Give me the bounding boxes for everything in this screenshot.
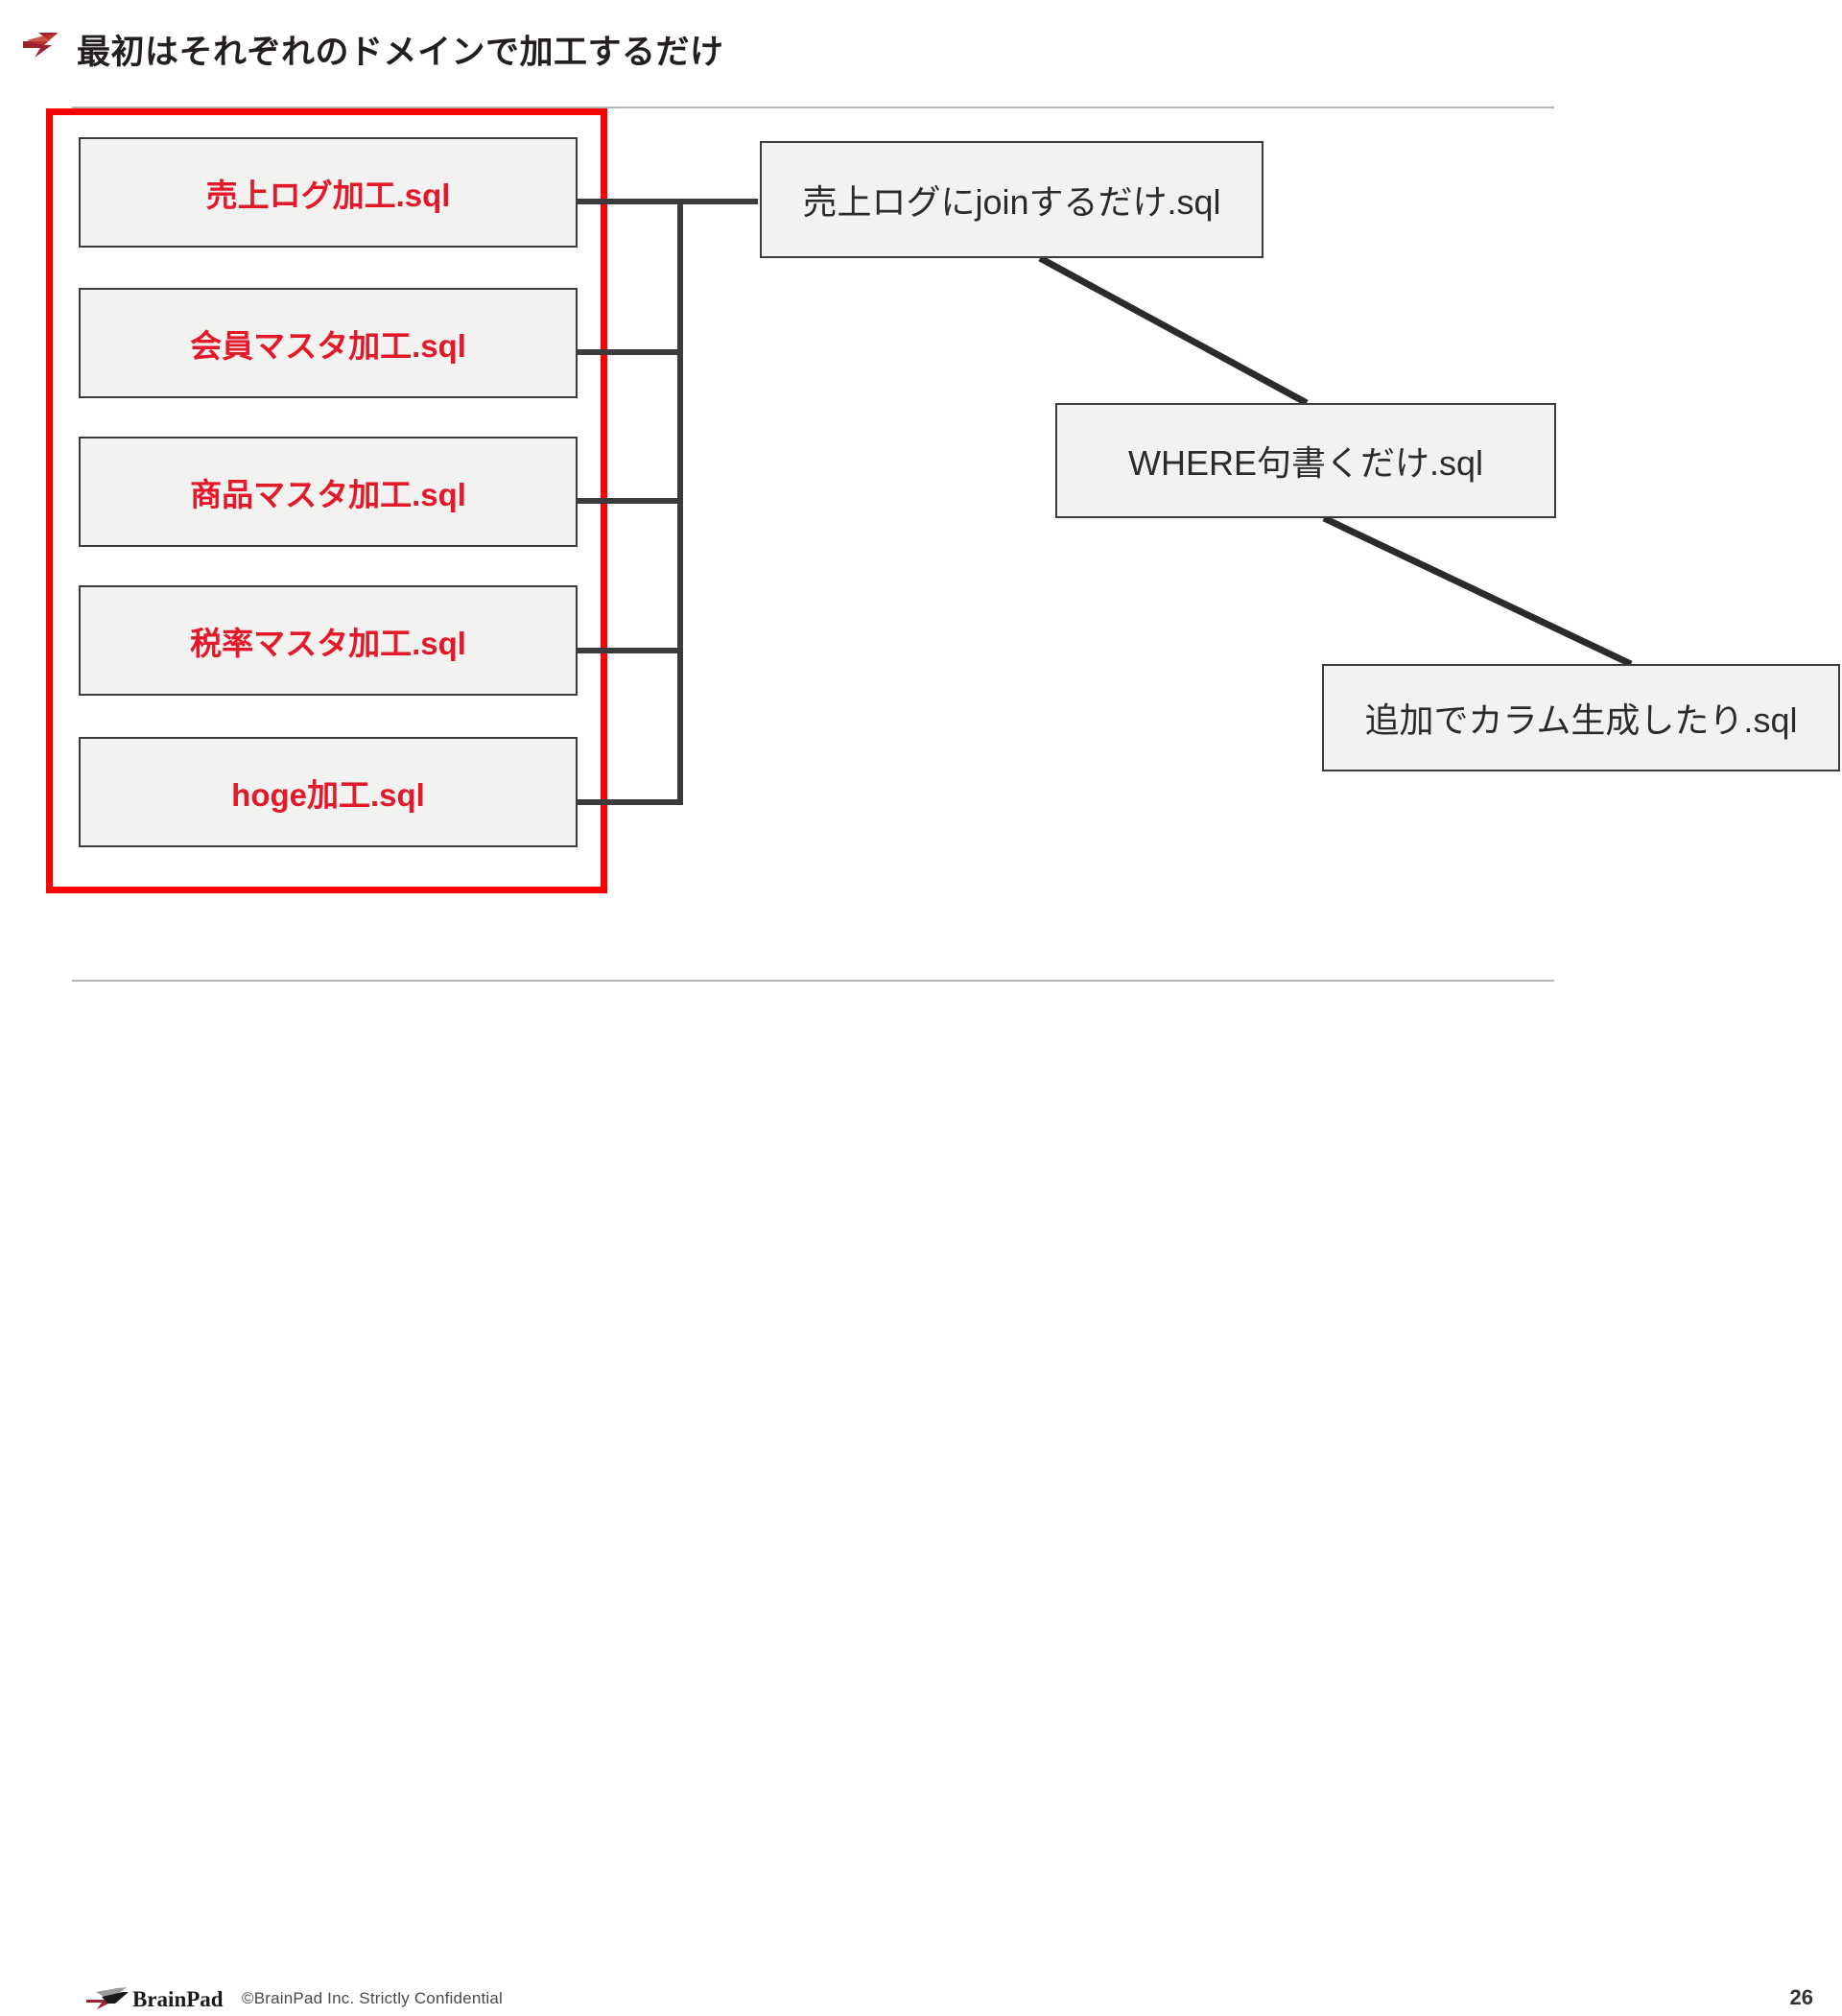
node-box-product-master[interactable]: 商品マスタ加工.sql	[79, 437, 578, 547]
slide-footer: BrainPad ©BrainPad Inc. Strictly Confide…	[0, 986, 1842, 2011]
node-box-tax-rate-master[interactable]: 税率マスタ加工.sql	[79, 585, 578, 696]
node-box-uriage-log[interactable]: 売上ログ加工.sql	[79, 137, 578, 248]
connector-diagonal-join-where	[1038, 254, 1309, 407]
brainpad-logo: BrainPad	[84, 1986, 240, 2011]
slide-header: 最初はそれぞれのドメインで加工するだけ	[0, 0, 1842, 108]
node-box-column-stage[interactable]: 追加でカラム生成したり.sql	[1322, 664, 1840, 771]
node-box-hoge[interactable]: hoge加工.sql	[79, 737, 578, 847]
footer-divider	[72, 980, 1554, 982]
footer-copyright: ©BrainPad Inc. Strictly Confidential	[242, 1989, 504, 2007]
connector-diagonal-where-column	[1322, 514, 1633, 668]
header-divider	[72, 107, 1554, 108]
node-box-member-master[interactable]: 会員マスタ加工.sql	[79, 288, 578, 398]
page-title: 最初はそれぞれのドメインで加工するだけ	[77, 34, 724, 71]
brainpad-chevron-icon	[21, 31, 63, 59]
page-number: 26	[1789, 1985, 1813, 2009]
svg-text:BrainPad: BrainPad	[132, 1987, 224, 2011]
node-box-where-stage[interactable]: WHERE句書くだけ.sql	[1055, 403, 1556, 518]
node-box-join-stage[interactable]: 売上ログにjoinするだけ.sql	[760, 141, 1263, 258]
